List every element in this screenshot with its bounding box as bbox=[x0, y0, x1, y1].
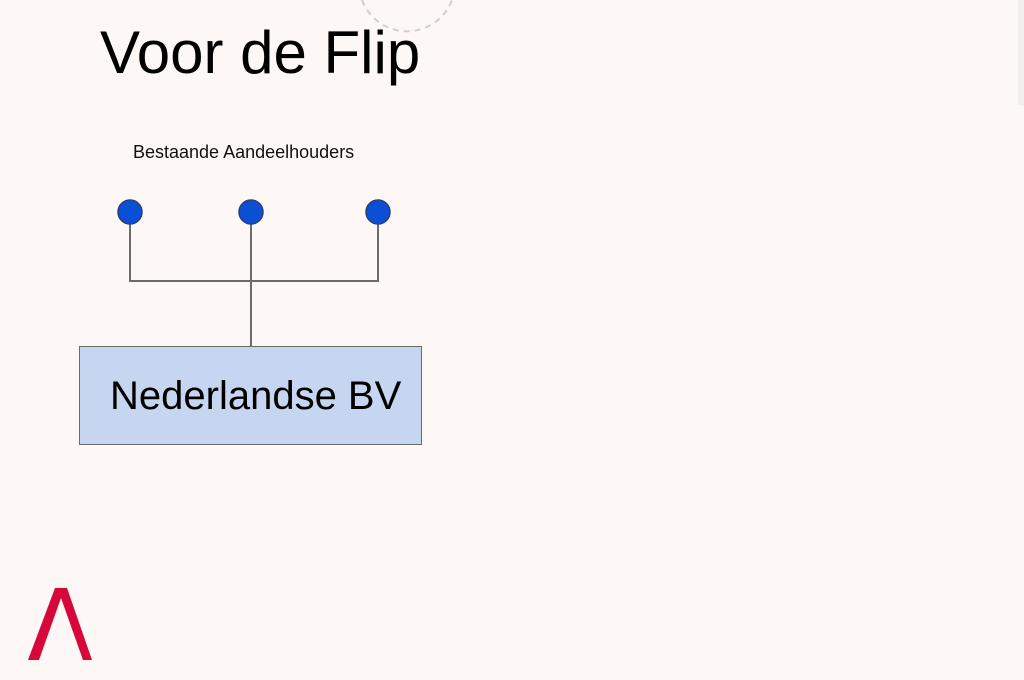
shareholder-node-2 bbox=[238, 199, 264, 225]
brand-logo-icon bbox=[28, 588, 92, 660]
shareholder-node-3 bbox=[365, 199, 391, 225]
decorative-dashed-arc bbox=[361, 0, 453, 33]
slide-title: Voor de Flip bbox=[100, 19, 421, 86]
shareholder-node-1 bbox=[117, 199, 143, 225]
ownership-connectors bbox=[129, 212, 379, 346]
entity-label: Nederlandse BV bbox=[110, 374, 402, 418]
shareholders-label: Bestaande Aandeelhouders bbox=[133, 142, 355, 162]
scrollbar-edge[interactable] bbox=[1018, 0, 1024, 105]
entity-box: Nederlandse BV bbox=[79, 346, 422, 445]
